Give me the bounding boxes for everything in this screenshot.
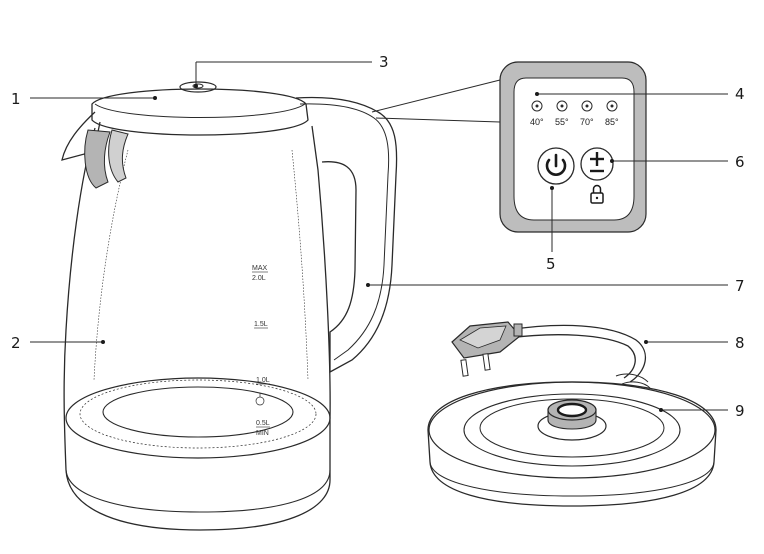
control-panel-face [513,77,635,221]
callout-numbers: 1 2 3 4 5 6 7 8 9 [11,53,745,420]
power-icon [545,153,567,176]
callout-9: 9 [735,402,745,420]
kettle-body [63,125,331,531]
spout-filter [84,129,111,189]
callout-3: 3 [379,53,389,71]
led-indicator-icon [581,100,593,112]
scale-1-0l: 1.0L [256,377,270,384]
scale-0-5l: 0.5L [256,420,270,427]
callout-7: 7 [735,277,745,295]
cup-icon [255,393,265,406]
temp-label: 55° [555,117,569,127]
scale-min-label: MIN [256,430,269,437]
temp-label: 85° [605,117,619,127]
scale-max-label: MAX [252,265,268,272]
plus-minus-icon [590,152,604,173]
kettle-base-ring [65,377,331,459]
kettle: MAX 2.0L 1.5L 1.0L 0.5L MIN [61,81,398,531]
callout-6: 6 [735,153,745,171]
control-panel-callout [371,61,647,233]
led-indicator-icon [606,100,618,112]
temp-label: 70° [580,117,594,127]
leader-lines [30,61,728,412]
water-level-scale: MAX 2.0L 1.5L 1.0L 0.5L MIN [252,265,270,437]
callout-1: 1 [11,90,21,108]
power-button[interactable] [537,147,575,185]
temperature-adjust-button[interactable] [580,147,614,181]
scale-1-5l: 1.5L [254,321,268,328]
callout-4: 4 [735,85,745,103]
temp-label: 40° [530,117,544,127]
callout-5: 5 [546,255,556,273]
callout-2: 2 [11,334,21,352]
power-base [427,381,717,507]
power-cord [451,321,651,389]
kettle-lid [91,88,309,136]
lock-icon [590,184,604,204]
scale-max-volume: 2.0L [252,275,266,282]
callout-8: 8 [735,334,745,352]
temperature-leds: 40° 55° 70° 85° [530,100,619,127]
led-indicator-icon [531,100,543,112]
led-indicator-icon [556,100,568,112]
kettle-handle [295,96,398,374]
lid-button [179,81,217,93]
